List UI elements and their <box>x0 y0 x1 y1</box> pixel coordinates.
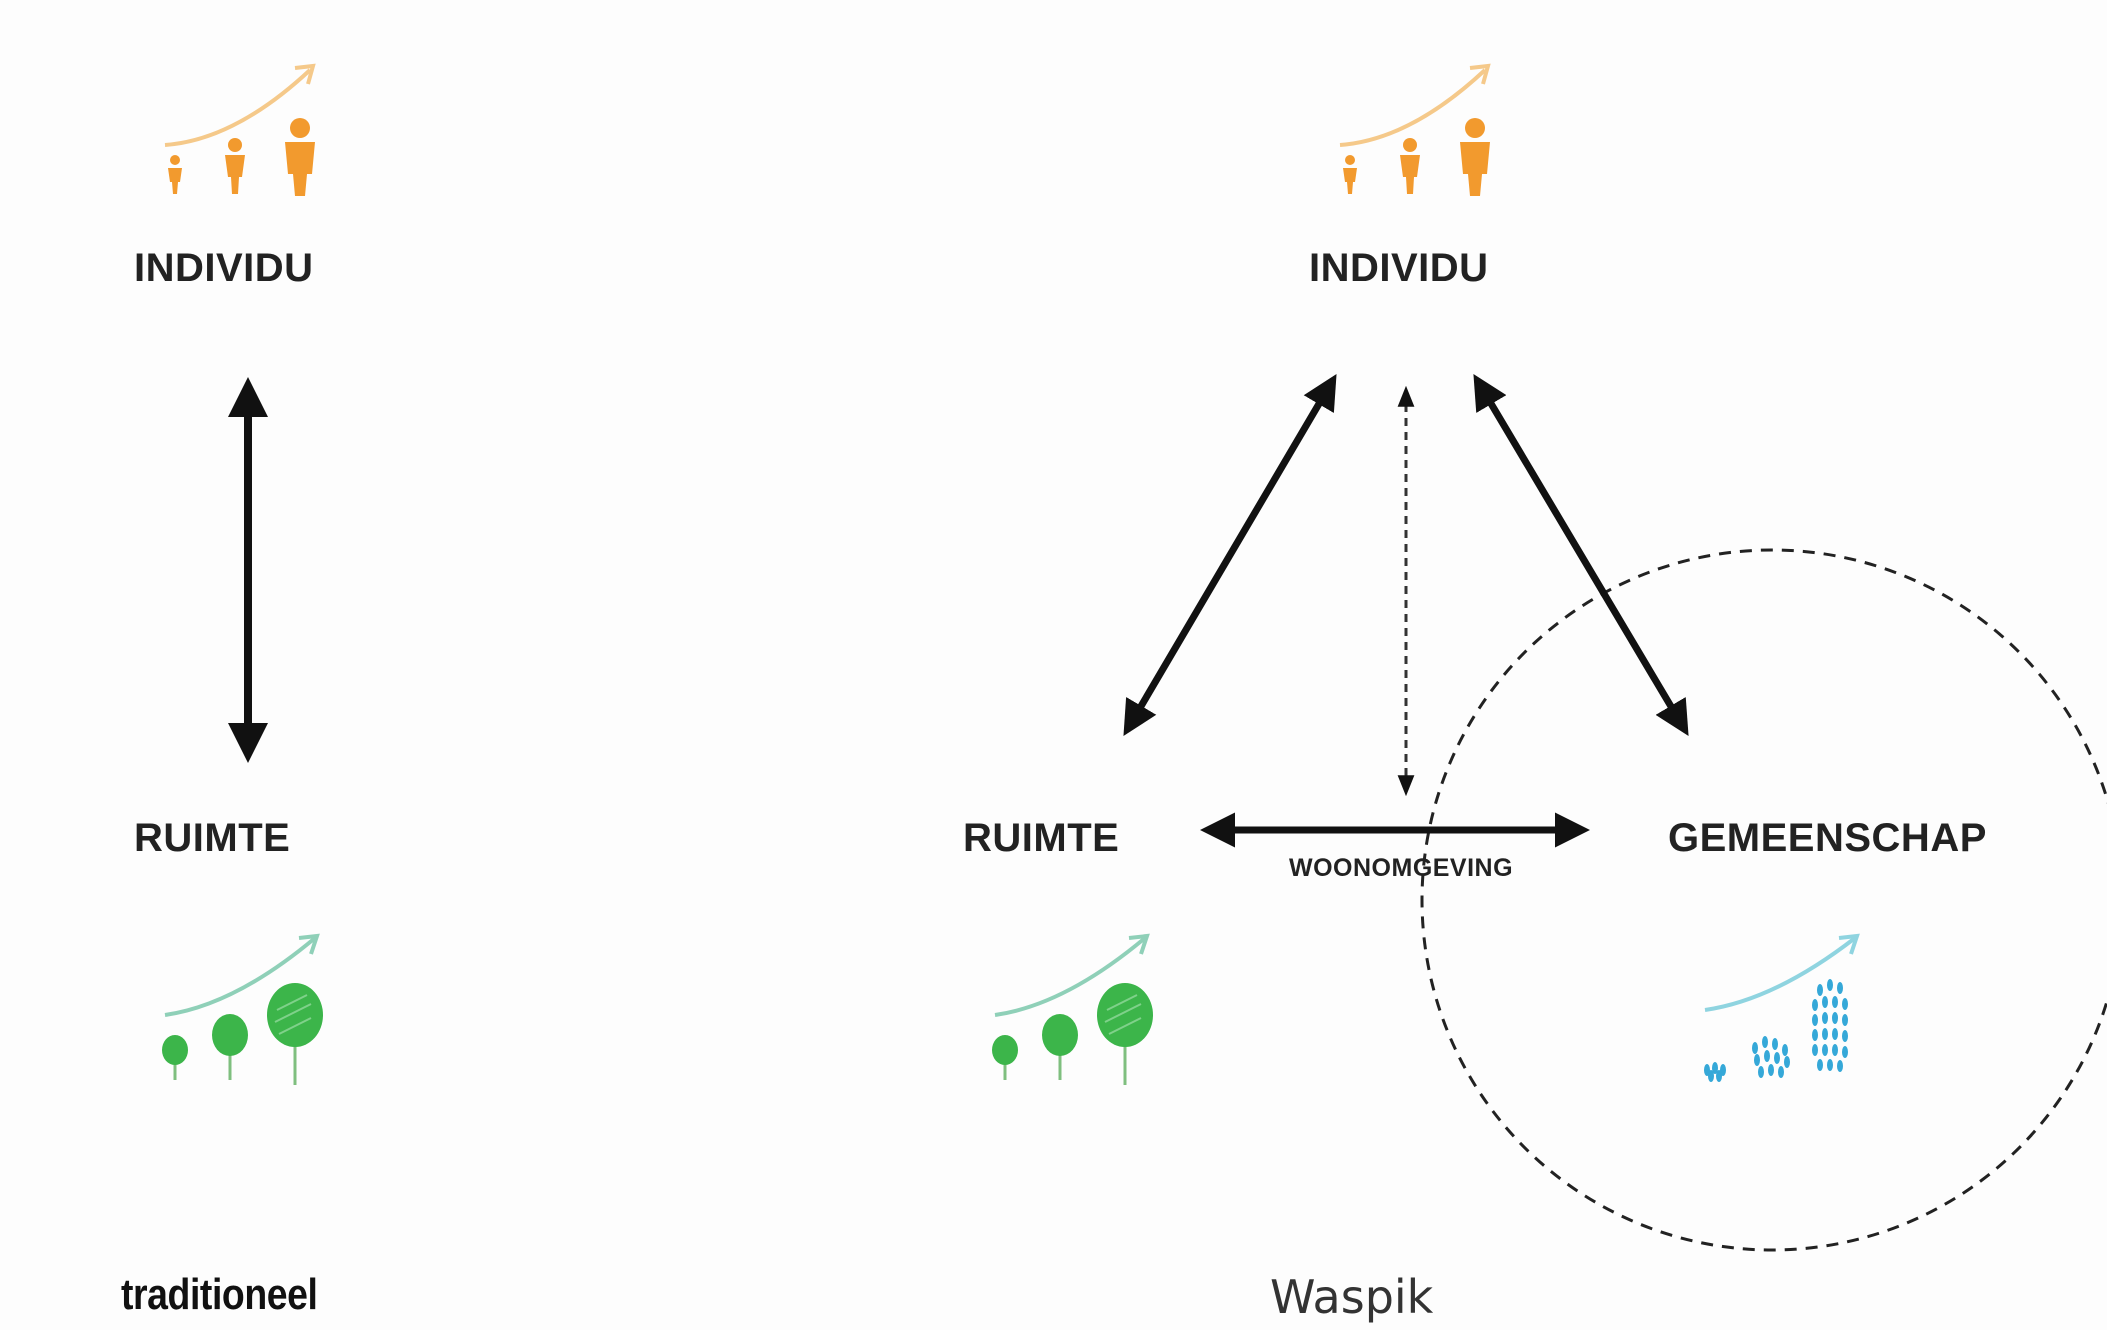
left-individu-label: INDIVIDU <box>134 246 314 290</box>
woonomgeving-label: WOONOMGEVING <box>1289 854 1514 882</box>
gemeenschap-label: GEMEENSCHAP <box>1668 816 1987 860</box>
arrow-individu-gemeenschap <box>1473 373 1689 737</box>
left-tree-growth-icon <box>160 934 325 1087</box>
right-ruimte-label: RUIMTE <box>963 816 1120 860</box>
right-people-growth-icon <box>1338 64 1492 198</box>
right-caption: Waspik <box>1270 1270 1434 1324</box>
community-growth-icon <box>1702 934 1859 1084</box>
left-caption: traditioneel <box>121 1270 318 1319</box>
right-individu-label: INDIVIDU <box>1309 246 1489 290</box>
community-dashed-circle <box>1420 548 2107 1252</box>
left-people-growth-icon <box>163 64 317 198</box>
arrow-individu-ruimte <box>1123 373 1337 737</box>
right-tree-growth-icon <box>990 934 1155 1087</box>
left-ruimte-label: RUIMTE <box>134 816 291 860</box>
